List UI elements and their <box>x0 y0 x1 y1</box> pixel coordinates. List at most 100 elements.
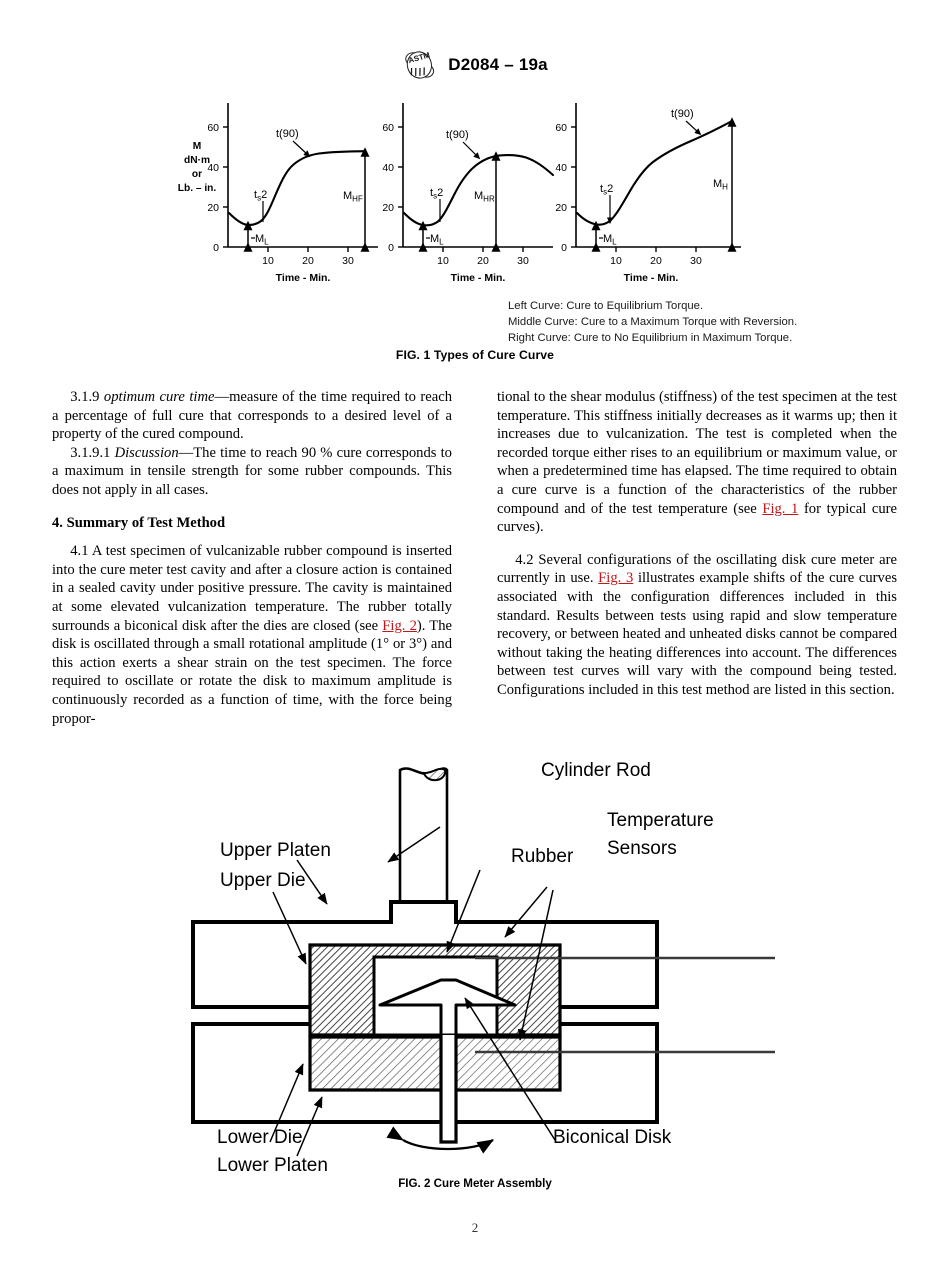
clause-text-b: illustrates example shifts of the cure c… <box>497 570 897 698</box>
leader-temp-sensor-2 <box>517 889 554 1041</box>
paragraph-4-1-cont: tional to the shear modulus (stiffness) … <box>497 388 897 537</box>
x-axis-label: Time - Min. <box>276 272 331 284</box>
label-ts2-right: ts2 <box>600 183 613 196</box>
paragraph-4-2: 4.2 Several configurations of the oscill… <box>497 551 897 700</box>
x-tick-20: 20 <box>650 255 662 267</box>
figure-1-note-left: Left Curve: Cure to Equilibrium Torque. <box>508 300 704 312</box>
svg-text:or: or <box>192 169 202 180</box>
figure-2-svg <box>191 767 775 1157</box>
label-t90-left: t(90) <box>276 128 299 140</box>
leader-rubber <box>446 869 481 953</box>
x-tick-20: 20 <box>302 255 314 267</box>
svg-text:ts2: ts2 <box>600 183 613 196</box>
svg-text:M: M <box>193 141 202 152</box>
clause-text-a: Several configurations of the oscillatin… <box>497 551 897 587</box>
lower-die-shape <box>308 1035 562 1092</box>
leader-biconical-disk <box>464 997 556 1141</box>
label-biconical-disk: Biconical Disk <box>553 1127 672 1148</box>
cure-curve-right <box>575 119 734 226</box>
label-temperature-sensors-line2: Sensors <box>607 838 677 859</box>
clause-text: —The time to reach 90 % cure corresponds… <box>52 444 452 498</box>
xref-fig-1[interactable]: Fig. 1 <box>762 500 799 517</box>
figure-1-cure-curves: 0 20 40 60 10 20 30 Time - Min. M dN·m o… <box>175 95 775 285</box>
leader-lower-platen <box>296 1096 323 1157</box>
label-lower-die: Lower Die <box>217 1127 303 1148</box>
body-column-right: tional to the shear modulus (stiffness) … <box>497 388 897 700</box>
clause-text-b: ). The disk is oscillated through a smal… <box>52 617 453 727</box>
xref-fig-3[interactable]: Fig. 3 <box>598 570 634 587</box>
x-tick-30: 30 <box>342 255 354 267</box>
label-ML-left: ML <box>255 233 269 247</box>
label-MHR-middle: MHR <box>474 190 495 204</box>
chart-panel-middle: 0 20 40 60 10 20 30 Time - Min. t(90) ts… <box>382 103 555 284</box>
label-t90-right: t(90) <box>671 108 694 120</box>
clause-text-a: tional to the shear modulus (stiffness) … <box>497 389 897 517</box>
figure-1-notes: Left Curve: Cure to Equilibrium Torque. … <box>508 298 797 346</box>
figure-2-caption: FIG. 2 Cure Meter Assembly <box>398 1177 552 1190</box>
y-tick-20: 20 <box>207 202 219 214</box>
x-tick-10: 10 <box>437 255 449 267</box>
svg-text:ts2: ts2 <box>254 189 267 202</box>
clause-number: 4.1 <box>70 543 89 560</box>
y-tick-40: 40 <box>382 162 394 174</box>
paragraph-4-1: 4.1 A test specimen of vulcanizable rubb… <box>52 542 452 728</box>
clause-text: —measure of the time required to reach a… <box>52 389 453 443</box>
standard-designation: D2084 – 19a <box>448 55 548 74</box>
x-tick-30: 30 <box>517 255 529 267</box>
defined-term: optimum cure time <box>103 389 215 405</box>
label-temperature-sensors-line1: Temperature <box>607 810 714 831</box>
leader-cylinder-rod <box>387 826 441 863</box>
clause-text-b: for typical cure curves). <box>497 500 897 536</box>
chart-panel-right: 0 20 40 60 10 20 30 Time - Min. t(90) ts… <box>555 103 741 284</box>
paragraph-3-1-9: 3.1.9 optimum cure time—measure of the t… <box>52 388 452 444</box>
x-tick-10: 10 <box>262 255 274 267</box>
figure-2-cure-meter-assembly: Upper Platen Upper Die Cylinder Rod Rubb… <box>175 752 775 1177</box>
clause-number: 3.1.9.1 <box>70 444 111 461</box>
label-upper-platen: Upper Platen <box>220 840 331 861</box>
discussion-term: Discussion <box>114 444 179 461</box>
leader-temp-sensor-1 <box>504 886 548 938</box>
body-column-left: 3.1.9 optimum cure time—measure of the t… <box>52 388 452 728</box>
section-heading-4: 4. Summary of Test Method <box>52 514 226 531</box>
y-tick-0: 0 <box>561 242 567 254</box>
figure-1-caption: FIG. 1 Types of Cure Curve <box>395 348 555 362</box>
figure-1-note-right: Right Curve: Cure to No Equilibrium in M… <box>508 332 793 345</box>
y-axis-caption: M dN·m or Lb. – in. <box>178 141 217 194</box>
clause-number: 4.2 <box>515 551 534 568</box>
y-tick-40: 40 <box>207 162 219 174</box>
leader-lower-die <box>269 1063 304 1143</box>
label-lower-platen: Lower Platen <box>217 1155 328 1176</box>
page-number: 2 <box>471 1220 479 1235</box>
chart-panel-left: 0 20 40 60 10 20 30 Time - Min. M dN·m o… <box>178 103 378 284</box>
paragraph-3-1-9-1: 3.1.9.1 Discussion—The time to reach 90 … <box>52 444 452 500</box>
y-tick-60: 60 <box>207 122 219 134</box>
x-axis-label: Time - Min. <box>624 272 679 284</box>
label-ts2-middle: ts2 <box>430 187 443 200</box>
cure-curve-left <box>227 150 367 227</box>
y-tick-0: 0 <box>213 242 219 254</box>
astm-logo-icon: ASTM <box>405 50 435 79</box>
x-axis-label: Time - Min. <box>451 272 506 284</box>
x-tick-10: 10 <box>610 255 622 267</box>
leader-upper-platen <box>296 859 328 905</box>
figure-1-svg: 0 20 40 60 10 20 30 Time - Min. M dN·m o… <box>178 103 741 284</box>
y-tick-60: 60 <box>382 122 394 134</box>
svg-text:ts2: ts2 <box>430 187 443 200</box>
label-upper-die: Upper Die <box>220 870 306 891</box>
label-MHF-left: MHF <box>343 190 363 204</box>
figure-1-note-middle: Middle Curve: Cure to a Maximum Torque w… <box>508 316 798 329</box>
y-tick-20: 20 <box>555 202 567 214</box>
svg-text:Lb. – in.: Lb. – in. <box>178 183 217 194</box>
y-tick-60: 60 <box>555 122 567 134</box>
clause-number: 3.1.9 <box>70 389 100 405</box>
label-MH-right: MH <box>713 178 728 192</box>
y-tick-40: 40 <box>555 162 567 174</box>
y-tick-0: 0 <box>388 242 394 254</box>
label-rubber: Rubber <box>511 846 574 867</box>
cylinder-rod-shape <box>398 767 449 939</box>
xref-fig-2[interactable]: Fig. 2 <box>382 617 417 634</box>
page-header: ASTM D2084 – 19a <box>0 50 950 80</box>
x-tick-20: 20 <box>477 255 489 267</box>
y-tick-20: 20 <box>382 202 394 214</box>
temperature-sensor-leads <box>475 956 775 1054</box>
